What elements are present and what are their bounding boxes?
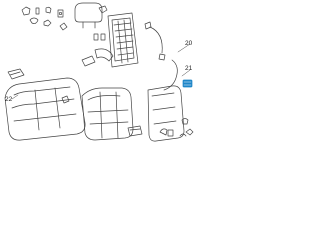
- callout-22: 22: [5, 96, 13, 103]
- callout-20: 20: [185, 40, 193, 47]
- bottom-clip-parts: [61, 95, 194, 137]
- latch-and-cable: [144, 21, 178, 91]
- back-board-panel: [147, 85, 185, 142]
- highlighted-part: [182, 79, 193, 88]
- callout-leaders: [11, 43, 191, 100]
- callout-21: 21: [185, 65, 193, 72]
- seatback-pad: [81, 87, 134, 141]
- side-trim-part: [7, 68, 25, 80]
- seat-parts-diagram: [4, 2, 194, 142]
- headrest-guides: [93, 5, 108, 41]
- clip-parts-top-left: [21, 6, 68, 31]
- seatback-cushion: [4, 77, 86, 141]
- headrest: [74, 2, 103, 29]
- seatback-bracket: [81, 48, 114, 67]
- seatback-frame: [107, 12, 139, 68]
